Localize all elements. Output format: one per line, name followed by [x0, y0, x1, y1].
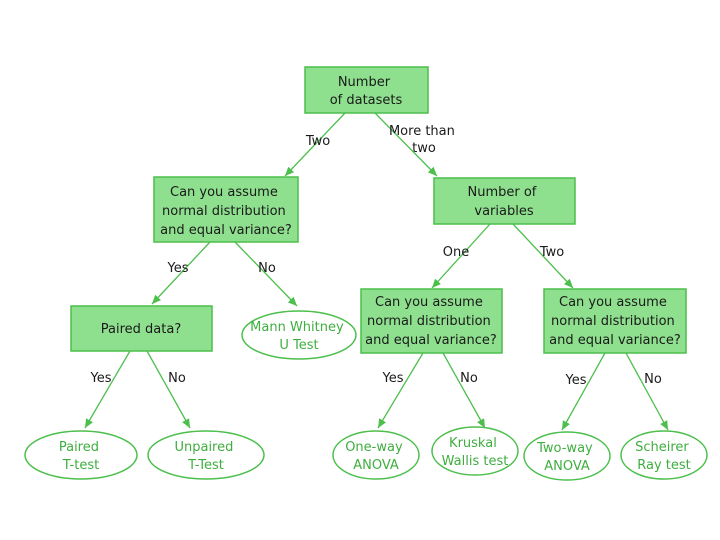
edge-label-vars-one: One: [443, 245, 469, 260]
edge-paired-no: [146, 350, 191, 429]
node-normality-two-variables-label: Can you assume normal distribution and e…: [549, 295, 681, 348]
node-number-of-variables-box: [433, 177, 576, 225]
leaf-one-way-anova-shape: [332, 430, 420, 480]
edge-label-root-two: Two: [305, 134, 330, 149]
leaf-unpaired-t-test-shape: [147, 430, 265, 480]
edge-twovars-yes: [561, 352, 606, 431]
node-root-label: Number of datasets: [330, 75, 403, 108]
edge-label-twovars-yes: Yes: [565, 373, 587, 388]
leaf-unpaired-t-test: Unpaired T-Test: [147, 430, 265, 480]
leaf-mann-whitney: Mann Whitney U Test: [241, 310, 357, 360]
edge-vars-one: [431, 223, 491, 289]
edge-label-paired-yes: Yes: [90, 371, 112, 386]
edge-vars-two: [512, 223, 574, 289]
leaf-two-way-anova: Two-way ANOVA: [523, 431, 611, 481]
edges: [84, 112, 669, 431]
leaf-one-way-anova-label: One-way ANOVA: [345, 440, 407, 473]
leaf-two-way-anova-label: Two-way ANOVA: [536, 441, 597, 474]
node-normality-two-datasets: Can you assume normal distribution and e…: [153, 176, 299, 243]
edge-two-yes: [151, 241, 211, 305]
leaf-paired-t-test: Paired T-test: [24, 430, 138, 480]
node-paired-data-label: Paired data?: [101, 322, 181, 337]
edge-twovars-no: [625, 352, 669, 431]
leaf-kruskal-wallis-shape: [431, 426, 519, 476]
node-normality-one-variable-box: [360, 288, 503, 354]
node-number-of-variables-label: Number of variables: [467, 185, 540, 219]
edge-paired-yes: [84, 350, 131, 429]
node-normality-one-variable-label: Can you assume normal distribution and e…: [365, 295, 497, 348]
node-paired-data-box: [70, 305, 213, 352]
edge-label-vars-two: Two: [539, 245, 564, 260]
edge-root-more: [374, 112, 438, 177]
edge-one-yes: [377, 352, 424, 429]
edge-label-two-yes: Yes: [167, 261, 189, 276]
node-normality-two-variables: Can you assume normal distribution and e…: [543, 288, 687, 354]
edge-root-two: [284, 112, 346, 177]
node-root: Number of datasets: [304, 66, 429, 114]
node-normality-one-variable: Can you assume normal distribution and e…: [360, 288, 503, 354]
leaf-paired-t-test-shape: [24, 430, 138, 480]
edge-label-root-more: More than two: [389, 124, 459, 156]
leaf-one-way-anova: One-way ANOVA: [332, 430, 420, 480]
leaf-scheirer-ray-label: Scheirer Ray test: [635, 440, 693, 473]
leaf-kruskal-wallis: Kruskal Wallis test: [431, 426, 519, 476]
edge-label-one-no: No: [460, 371, 478, 386]
leaf-scheirer-ray-shape: [620, 430, 708, 480]
edge-label-paired-no: No: [168, 371, 186, 386]
edge-two-no: [234, 241, 298, 307]
node-root-box: [304, 66, 429, 114]
edge-label-two-no: No: [258, 261, 276, 276]
node-normality-two-variables-box: [543, 288, 687, 354]
leaf-two-way-anova-shape: [523, 431, 611, 481]
edge-one-no: [442, 352, 486, 429]
leaf-mann-whitney-label: Mann Whitney U Test: [250, 320, 348, 353]
node-paired-data: Paired data?: [70, 305, 213, 352]
leaf-mann-whitney-shape: [241, 310, 357, 360]
leaf-unpaired-t-test-label: Unpaired T-Test: [174, 440, 237, 473]
edge-label-one-yes: Yes: [382, 371, 404, 386]
node-normality-two-datasets-label: Can you assume normal distribution and e…: [160, 185, 292, 238]
edge-labels: Two More than two Yes No One Two Yes No …: [90, 124, 662, 388]
node-number-of-variables: Number of variables: [433, 177, 576, 225]
node-normality-two-datasets-box: [153, 176, 299, 243]
leaf-kruskal-wallis-label: Kruskal Wallis test: [442, 436, 509, 469]
leaf-paired-t-test-label: Paired T-test: [59, 440, 103, 473]
leaf-scheirer-ray: Scheirer Ray test: [620, 430, 708, 480]
edge-label-twovars-no: No: [644, 372, 662, 387]
